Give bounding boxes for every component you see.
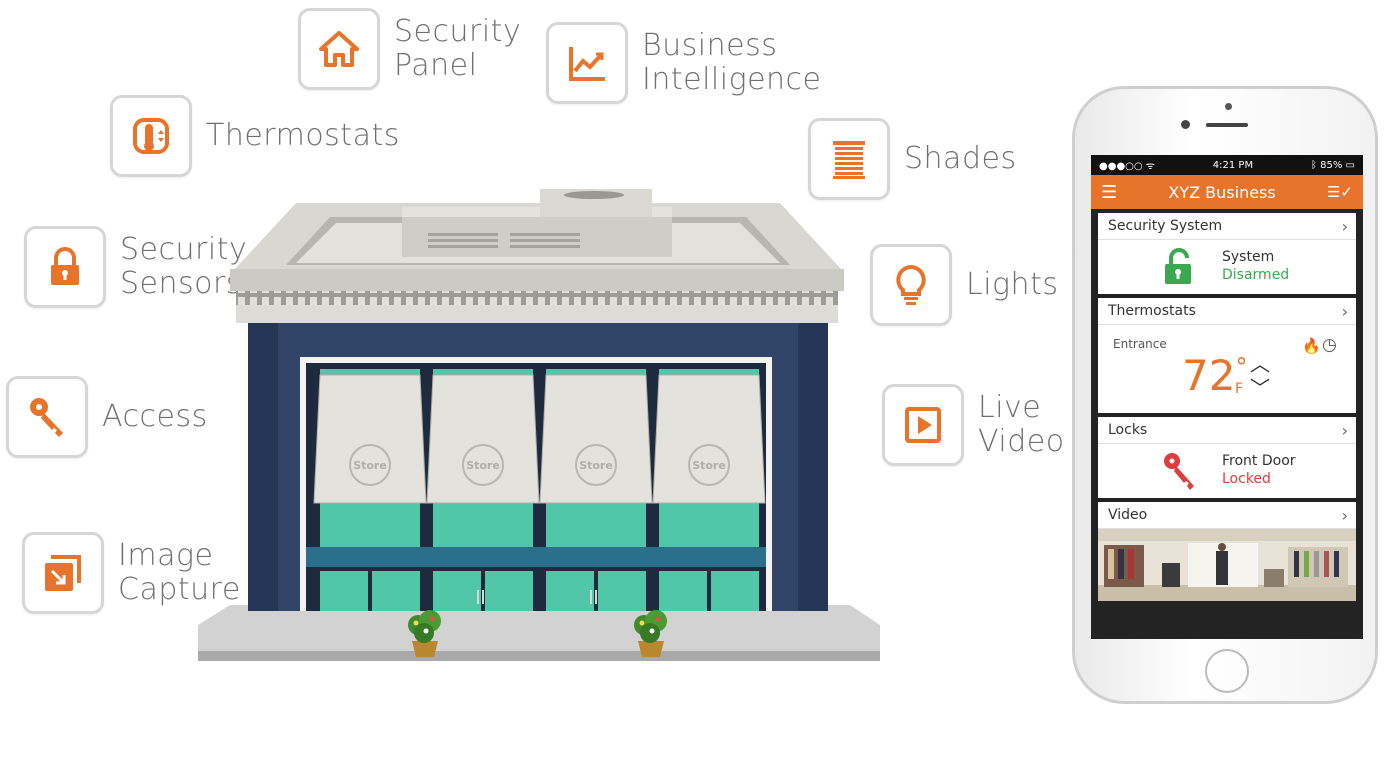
store-building: Store Store Store Store	[198, 189, 880, 661]
signal-icon: ●●●○○ ᯤ	[1099, 161, 1155, 172]
checklist-icon[interactable]: ☰✓	[1326, 183, 1353, 201]
bluetooth-icon: ᛒ	[1310, 159, 1317, 171]
shades-icon	[808, 118, 890, 200]
camera-dot	[1225, 103, 1232, 110]
feature-shades: Shades	[808, 118, 1017, 200]
key-icon	[6, 376, 88, 458]
awning-label: Store	[353, 459, 387, 472]
card-title: Security System	[1108, 218, 1223, 234]
clock-icon: ◷	[1322, 335, 1337, 355]
battery-percent: 85%	[1320, 159, 1343, 171]
awning-label: Store	[579, 459, 613, 472]
phone-screen: ●●●○○ ᯤ 4:21 PM ᛒ 85% ▭ ☰ XYZ Business ☰…	[1091, 155, 1363, 639]
unlocked-padlock-icon	[1165, 248, 1191, 284]
feature-lights: Lights	[870, 244, 1058, 326]
flame-icon: 🔥	[1302, 337, 1321, 355]
card-title: Locks	[1108, 422, 1148, 438]
line-chart-icon	[546, 22, 628, 104]
front-camera	[1181, 120, 1190, 129]
chevron-right-icon[interactable]: ›	[1341, 301, 1348, 321]
lightbulb-icon	[870, 244, 952, 326]
padlock-icon	[24, 226, 106, 308]
temperature-down-button[interactable]: ﹀	[1250, 376, 1270, 400]
temperature-up-button[interactable]: ︿	[1250, 352, 1270, 376]
menu-icon[interactable]: ☰	[1101, 181, 1118, 203]
house-icon	[298, 8, 380, 90]
security-system-card[interactable]: Security System › System Disarmed	[1098, 213, 1356, 294]
battery-icon: ▭	[1345, 159, 1355, 171]
thermostat-icon	[110, 95, 192, 177]
camera-feed-thumbnail[interactable]	[1098, 529, 1356, 601]
card-title: Thermostats	[1108, 303, 1196, 319]
home-button[interactable]	[1205, 649, 1249, 693]
lock-name: Front Door	[1222, 453, 1296, 469]
earpiece	[1206, 123, 1248, 127]
thermostat-zone: Entrance	[1113, 337, 1167, 351]
red-key-icon	[1164, 453, 1194, 490]
status-bar: ●●●○○ ᯤ 4:21 PM ᛒ 85% ▭	[1091, 155, 1363, 175]
status-time: 4:21 PM	[1212, 159, 1254, 171]
chevron-right-icon[interactable]: ›	[1341, 505, 1348, 525]
chevron-right-icon[interactable]: ›	[1341, 420, 1348, 440]
chevron-right-icon[interactable]: ›	[1341, 216, 1348, 236]
security-status-label: System	[1222, 249, 1275, 265]
card-title: Video	[1108, 507, 1148, 523]
video-card[interactable]: Video ›	[1098, 502, 1356, 601]
thermostats-card[interactable]: Thermostats › Entrance 🔥 ◷ 72° F ︿ ﹀	[1098, 298, 1356, 413]
temperature-value: 72	[1182, 351, 1236, 400]
lock-status: Locked	[1222, 471, 1271, 487]
temperature-readout: 72°	[1182, 353, 1247, 399]
feature-access: Access	[6, 376, 208, 458]
security-status-value: Disarmed	[1222, 267, 1290, 283]
image-capture-icon	[22, 532, 104, 614]
awning-label: Store	[466, 459, 500, 472]
phone-device: ●●●○○ ᯤ 4:21 PM ᛒ 85% ▭ ☰ XYZ Business ☰…	[1072, 86, 1378, 704]
app-header: ☰ XYZ Business ☰✓	[1091, 175, 1363, 209]
app-title: XYZ Business	[1168, 182, 1276, 202]
locks-card[interactable]: Locks › Front Door Locked	[1098, 417, 1356, 498]
temperature-unit: F	[1235, 381, 1244, 397]
awning-label: Store	[692, 459, 726, 472]
play-icon	[882, 384, 964, 466]
degree-symbol: °	[1235, 353, 1248, 381]
feature-thermostats: Thermostats	[110, 95, 400, 177]
